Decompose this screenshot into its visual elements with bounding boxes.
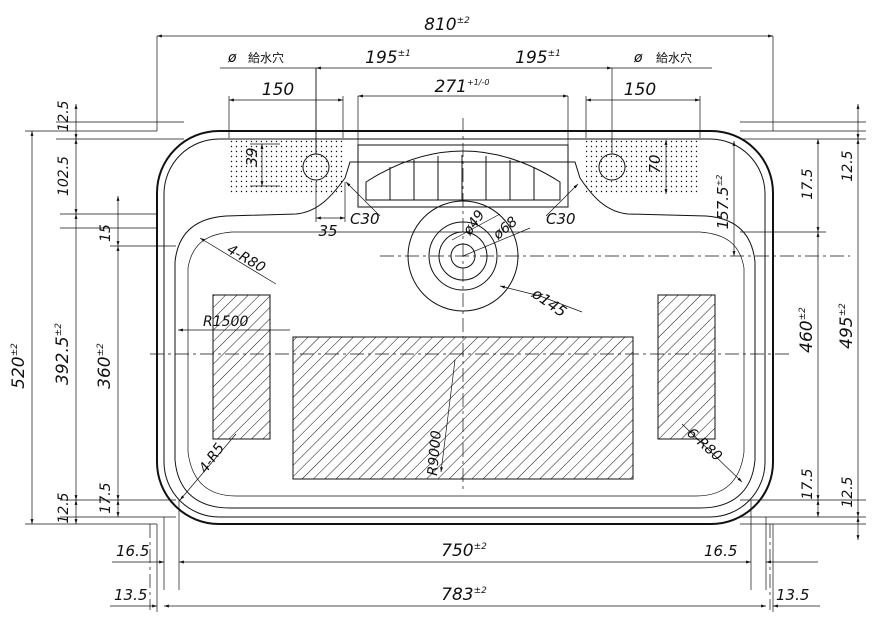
bottom-dimensions: 750±2 16.5 16.5 783±2 13.5 13.5 xyxy=(110,500,820,612)
radius-r1500: R1500 xyxy=(203,314,248,330)
dim-bottom-13-5-left: 13.5 xyxy=(114,586,147,604)
dim-top-width: 810±2 xyxy=(424,15,470,35)
dim-70: 70 xyxy=(646,154,664,173)
dim-right-17-5b: 17.5 xyxy=(800,468,816,499)
dim-left-12-5b: 12.5 xyxy=(56,492,72,523)
dim-bottom-16-5-right: 16.5 xyxy=(704,542,737,560)
rib-left xyxy=(212,294,271,440)
sink-outline xyxy=(156,130,774,525)
left-dimensions: 520±2 12.5 102.5 15 392.5±2 360±2 12.5 1… xyxy=(9,100,184,525)
dim-bottom-13-5-right: 13.5 xyxy=(776,586,809,604)
right-dimensions: 12.5 17.5 157.5±2 460±2 495±2 17.5 12.5 xyxy=(714,104,866,540)
dim-bottom-783: 783±2 xyxy=(441,585,487,605)
bowl-inner xyxy=(187,231,745,497)
dim-right-17-5: 17.5 xyxy=(800,168,816,199)
hole-label-right: 給水穴 xyxy=(656,50,692,65)
pad-left xyxy=(229,138,343,194)
dim-left-520: 520±2 xyxy=(9,343,29,389)
dim-left-15: 15 xyxy=(98,224,114,242)
dim-left-17-5: 17.5 xyxy=(98,482,114,513)
radius-r80-top: 4-R80 xyxy=(224,242,268,277)
dim-35: 35 xyxy=(318,222,337,240)
center-pad xyxy=(292,336,634,480)
dim-right-495: 495±2 xyxy=(837,303,857,349)
radius-r9000: R9000 xyxy=(425,430,445,477)
dim-left-392-5: 392.5±2 xyxy=(53,323,73,385)
dim-left-12-5: 12.5 xyxy=(56,100,72,131)
pad-right xyxy=(586,138,700,194)
dim-faucet-left: 195±1 xyxy=(365,48,411,68)
faucet-pads xyxy=(229,138,700,194)
dim-157-5: 157.5±2 xyxy=(714,175,732,230)
dim-left-102-5: 102.5 xyxy=(56,156,72,196)
dim-right-12-5b: 12.5 xyxy=(840,476,856,507)
hole-phi-left: ø xyxy=(227,50,237,66)
dim-faucet-right: 195±1 xyxy=(515,48,561,68)
bowl-outline xyxy=(174,161,756,509)
dim-right-12-5: 12.5 xyxy=(840,150,856,181)
dim-bottom-16-5-left: 16.5 xyxy=(116,542,149,560)
dim-39: 39 xyxy=(243,147,261,166)
c30-left: C30 xyxy=(350,210,380,228)
hole-phi-right: ø xyxy=(633,50,643,66)
rib-right xyxy=(657,294,716,440)
hole-label-left: 給水穴 xyxy=(248,50,284,65)
hatched-features xyxy=(212,294,716,480)
dim-phi49: ø49 xyxy=(460,207,489,239)
center-lines xyxy=(149,118,850,610)
dim-left-360: 360±2 xyxy=(95,343,115,389)
dim-phi68: ø68 xyxy=(490,214,521,244)
dim-pad-right: 150 xyxy=(624,80,656,100)
dim-right-460: 460±2 xyxy=(797,307,817,353)
dim-drain-tray: 271+1/-0 xyxy=(435,77,490,97)
dim-pad-left: 150 xyxy=(262,80,294,100)
c30-right: C30 xyxy=(546,210,576,228)
dim-bottom-750: 750±2 xyxy=(441,541,487,561)
inner-rim xyxy=(163,138,766,518)
radius-r5: 4-R5 xyxy=(196,440,228,476)
dim-phi145: ø145 xyxy=(528,284,570,321)
outer-rim xyxy=(156,130,774,525)
